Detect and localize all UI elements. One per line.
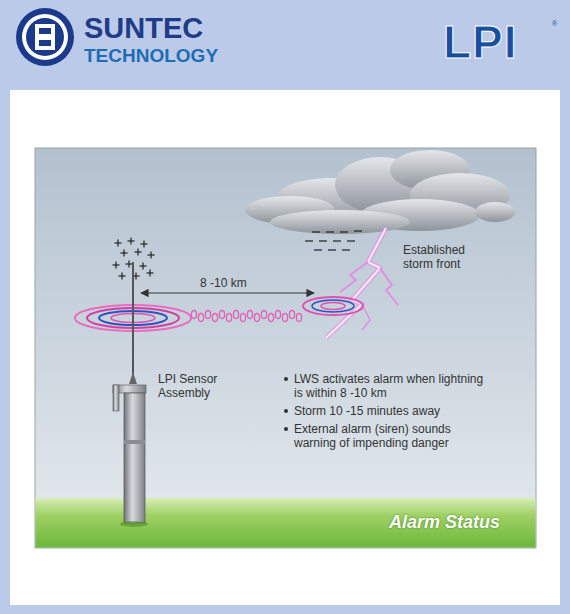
plus-stroke [142, 263, 143, 270]
wave-stroke [205, 311, 210, 319]
brand-subtitle-text: TECHNOLOGY [84, 45, 218, 66]
wave-stroke [212, 314, 217, 322]
plus-stroke [130, 238, 131, 245]
minus-stroke [333, 240, 341, 241]
wave-stroke [191, 311, 196, 319]
panel [10, 90, 560, 605]
bullet-item-text: External alarm (siren) sounds warning of… [294, 422, 451, 450]
brand-name-text: SUNTEC [84, 12, 203, 44]
minus-stroke [342, 249, 350, 250]
minus-stroke [354, 230, 362, 231]
signal-wave [191, 311, 301, 322]
bullet-dot [284, 409, 288, 413]
wave-stroke [226, 314, 231, 322]
minus-stroke [326, 231, 334, 232]
lpi-logo-text: LPI [443, 16, 518, 68]
minus-stroke [305, 240, 313, 241]
status-label-text: Alarm Status [389, 512, 500, 532]
lpi-logo: LPI [443, 18, 518, 66]
distance-label: 8 -10 km [200, 276, 247, 290]
sensor-label: LPI Sensor Assembly [158, 372, 230, 400]
wave-stroke [289, 311, 294, 319]
bullet-dot [284, 427, 288, 431]
brand-name: SUNTEC [84, 12, 203, 44]
storm-label-text: Established storm front [403, 243, 465, 271]
wave-stroke [254, 314, 259, 322]
registered-mark: ® [552, 20, 557, 28]
sensor-label-text: LPI Sensor Assembly [158, 372, 217, 400]
minus-stroke [340, 231, 348, 232]
plus-stroke [149, 270, 150, 277]
bullet-item: Storm 10 -15 minutes away [284, 404, 494, 418]
wave-stroke [268, 314, 273, 322]
wave-stroke [247, 311, 252, 319]
plus-stroke [128, 261, 129, 268]
plus-stroke [143, 241, 144, 248]
wave-stroke [296, 314, 301, 322]
storm-cloud [245, 150, 515, 234]
storm-ripples [303, 297, 363, 315]
minus-stroke [319, 240, 327, 241]
suntec-emblem [16, 8, 74, 66]
wave-stroke [261, 311, 266, 319]
plus-stroke [150, 252, 151, 259]
minus-stroke [347, 240, 355, 241]
sky [35, 148, 536, 548]
wave-stroke [233, 311, 238, 319]
plus-stroke [137, 249, 138, 256]
distance-label-text: 8 -10 km [200, 276, 247, 290]
grass [36, 498, 536, 548]
bullet-item: LWS activates alarm when lightning is wi… [284, 372, 494, 400]
storm-label: Established storm front [403, 243, 493, 271]
bullet-dot [284, 377, 288, 381]
minus-stroke [328, 249, 336, 250]
plus-stroke [121, 273, 122, 280]
bullet-item: External alarm (siren) sounds warning of… [284, 422, 494, 450]
sensor-assembly [113, 262, 148, 527]
wave-stroke [219, 311, 224, 319]
distance-arrow [141, 292, 314, 293]
plus-stroke [115, 262, 116, 269]
lightning-bolt [326, 228, 398, 338]
plus-stroke [123, 250, 124, 257]
plus-stroke [135, 273, 136, 280]
wave-stroke [275, 311, 280, 319]
minus-stroke [312, 231, 320, 232]
brand-subtitle: TECHNOLOGY [84, 45, 218, 67]
bullet-item-text: Storm 10 -15 minutes away [294, 404, 440, 418]
wave-stroke [198, 314, 203, 322]
status-label: Alarm Status [389, 511, 500, 533]
plus-stroke [117, 240, 118, 247]
wave-stroke [240, 314, 245, 322]
registered-mark-text: ® [552, 20, 557, 27]
wave-stroke [282, 314, 287, 322]
minus-stroke [314, 249, 322, 250]
bullet-item-text: LWS activates alarm when lightning is wi… [294, 372, 483, 400]
charge-signs [113, 231, 363, 280]
